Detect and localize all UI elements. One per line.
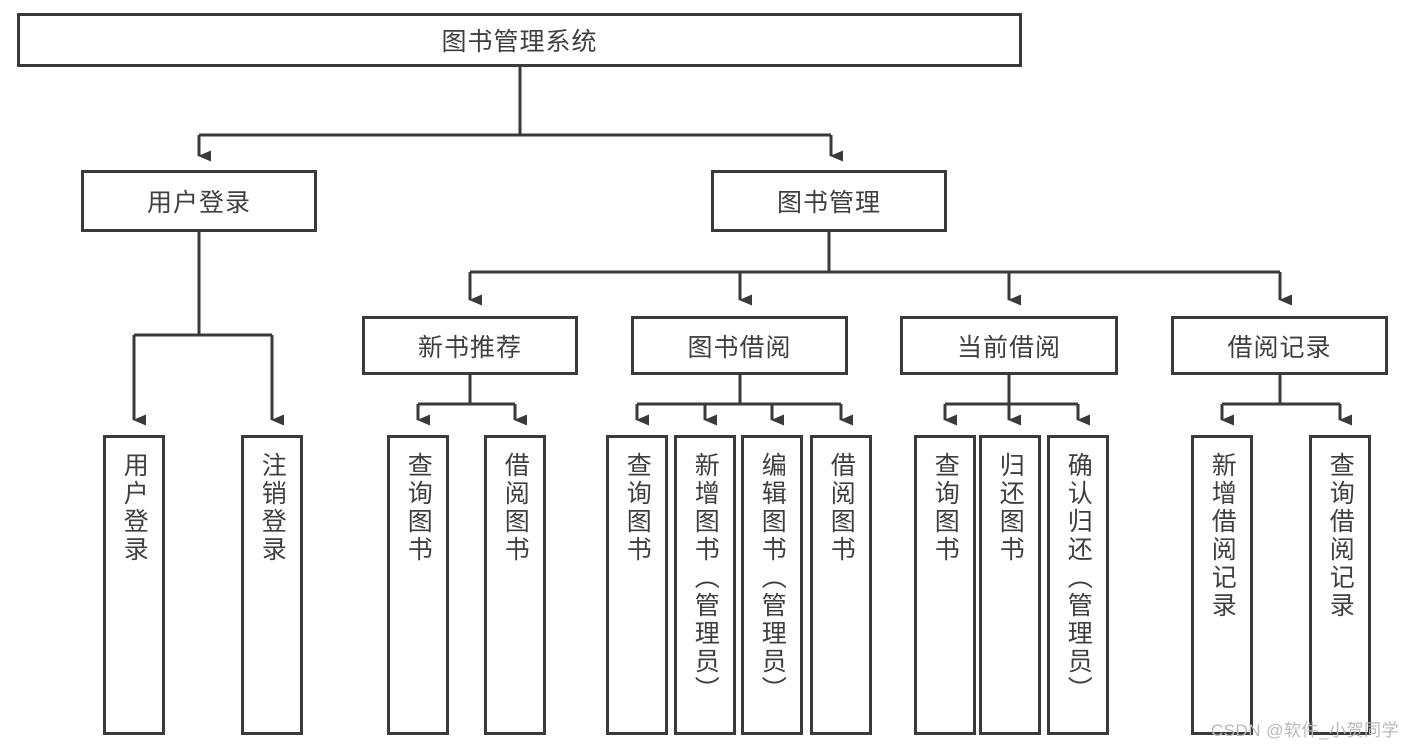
node-label: 当前借阅 bbox=[956, 333, 1061, 362]
leaf-logout[interactable]: 注销登录 bbox=[241, 435, 303, 735]
leaf-user-login[interactable]: 用户登录 bbox=[103, 435, 165, 735]
node-book-management[interactable]: 图书管理 bbox=[711, 170, 947, 232]
leaf-confirm-return-admin[interactable]: 确认归还（管理员） bbox=[1047, 435, 1109, 735]
node-label: 查询图书 bbox=[404, 452, 433, 564]
node-label: 借阅图书 bbox=[827, 452, 856, 564]
leaf-query-books-recommendation[interactable]: 查询图书 bbox=[387, 435, 449, 735]
leaf-add-book-admin[interactable]: 新增图书（管理员） bbox=[674, 435, 736, 735]
node-new-book-recommendation[interactable]: 新书推荐 bbox=[362, 316, 578, 375]
leaf-borrow-books-borrowing[interactable]: 借阅图书 bbox=[810, 435, 872, 735]
node-label: 查询图书 bbox=[931, 452, 960, 564]
node-label: 新书推荐 bbox=[417, 333, 522, 362]
node-label: 用户登录 bbox=[146, 189, 251, 217]
leaf-borrow-books-recommendation[interactable]: 借阅图书 bbox=[484, 435, 546, 735]
node-borrow-records[interactable]: 借阅记录 bbox=[1171, 316, 1388, 375]
node-user-login[interactable]: 用户登录 bbox=[81, 170, 317, 232]
watermark-text: CSDN @软件_小贺同学 bbox=[1210, 721, 1399, 740]
node-label: 确认归还（管理员） bbox=[1064, 452, 1093, 704]
node-current-borrowing[interactable]: 当前借阅 bbox=[900, 316, 1118, 375]
leaf-query-books-current[interactable]: 查询图书 bbox=[914, 435, 976, 735]
node-label: 图书借阅 bbox=[687, 333, 792, 362]
node-book-borrowing[interactable]: 图书借阅 bbox=[631, 316, 848, 375]
node-label: 查询借阅记录 bbox=[1326, 452, 1355, 620]
node-label: 图书管理 bbox=[776, 189, 881, 217]
node-label: 查询图书 bbox=[623, 452, 652, 564]
node-label: 注销登录 bbox=[258, 452, 287, 564]
node-label: 编辑图书（管理员） bbox=[758, 452, 787, 704]
node-book-management-system[interactable]: 图书管理系统 bbox=[17, 13, 1022, 67]
node-label: 新增图书（管理员） bbox=[691, 452, 720, 704]
leaf-add-borrow-record[interactable]: 新增借阅记录 bbox=[1191, 435, 1253, 735]
node-label: 借阅记录 bbox=[1227, 333, 1332, 362]
leaf-query-borrow-record[interactable]: 查询借阅记录 bbox=[1309, 435, 1371, 735]
node-label: 用户登录 bbox=[120, 452, 149, 564]
node-label: 借阅图书 bbox=[501, 452, 530, 564]
node-label: 新增借阅记录 bbox=[1208, 452, 1237, 620]
leaf-query-books-borrowing[interactable]: 查询图书 bbox=[606, 435, 668, 735]
leaf-edit-book-admin[interactable]: 编辑图书（管理员） bbox=[741, 435, 803, 735]
node-label: 归还图书 bbox=[996, 452, 1025, 564]
node-label: 图书管理系统 bbox=[441, 28, 598, 56]
leaf-return-books[interactable]: 归还图书 bbox=[979, 435, 1041, 735]
